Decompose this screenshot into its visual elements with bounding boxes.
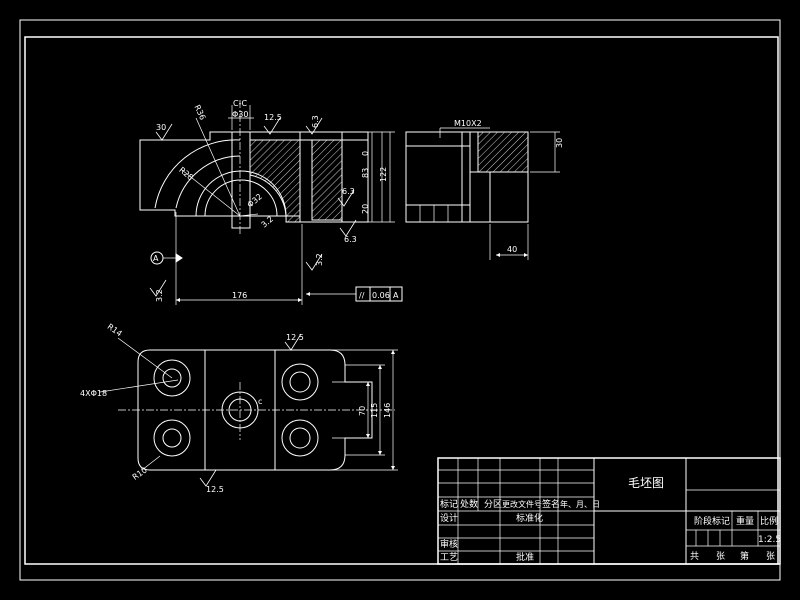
label-r-corner: R14 xyxy=(106,322,124,338)
title-block xyxy=(437,457,781,565)
label-rough-a: 12.5 xyxy=(264,113,282,122)
label-thread: M10X2 xyxy=(454,119,482,128)
label-dim-0: 0 xyxy=(361,151,370,156)
label-rough-b: 6.3 xyxy=(311,115,320,128)
label-r-outer: R36 xyxy=(192,103,207,121)
tb-sheets-total: 共 xyxy=(690,551,699,562)
label-holes: 4XΦ18 xyxy=(80,389,107,398)
tb-h-date: 年、月、日 xyxy=(560,499,600,509)
label-dim-30: 30 xyxy=(555,138,564,148)
section-hatch-b xyxy=(311,139,343,221)
tol-symbol: // xyxy=(359,291,365,300)
label-dim-70: 70 xyxy=(358,406,367,416)
geo-tolerance-frame xyxy=(355,286,403,302)
tb-scale-label: 比例 xyxy=(760,515,778,527)
tb-process: 工艺 xyxy=(440,552,458,563)
tol-ref: A xyxy=(393,291,399,300)
label-dim-40: 40 xyxy=(507,245,517,254)
hole-bottom-right xyxy=(281,419,319,457)
label-rough-bottom: 12.5 xyxy=(206,485,224,494)
side-view xyxy=(405,127,560,260)
side-hatch xyxy=(477,131,529,173)
tb-review: 审核 xyxy=(440,538,458,550)
section-hatch-a xyxy=(249,139,301,223)
tb-weight: 重量 xyxy=(736,515,754,527)
label-r-mid: R28 xyxy=(177,165,195,182)
label-dim-122: 122 xyxy=(379,167,388,182)
boss-center xyxy=(221,391,259,429)
label-phi-inner: Φ32 xyxy=(246,192,264,209)
side-view-labels: M10X2 30 40 xyxy=(454,119,564,254)
front-view xyxy=(139,100,403,305)
tb-h-zone: 分区 xyxy=(484,499,502,510)
label-phi30: Φ30 xyxy=(232,110,248,119)
label-dim-176: 176 xyxy=(232,291,247,300)
label-angle-top: 30 xyxy=(156,123,166,132)
arc-mid xyxy=(175,155,241,209)
label-left-note: 3.2 xyxy=(155,289,164,302)
label-right-note: 3.2 xyxy=(315,253,324,266)
label-datum-a: A xyxy=(153,254,159,263)
tb-sheets-unit: 张 xyxy=(716,551,725,562)
tb-sheet-no: 第 xyxy=(740,550,749,562)
tb-standard: 标准化 xyxy=(516,512,543,524)
hole-top-right xyxy=(281,363,319,401)
arc-outer xyxy=(154,139,241,209)
hole-top-left xyxy=(153,359,191,397)
label-center: c xyxy=(258,397,262,406)
label-rough-e: 3.2 xyxy=(260,214,276,229)
tb-h-sign: 签名 xyxy=(542,498,560,510)
tb-scale-value: 1:2.5 xyxy=(758,535,781,545)
tb-h-docno: 更改文件号 xyxy=(502,499,542,509)
tb-approve: 批准 xyxy=(516,551,534,563)
top-view-labels: R14 4XΦ18 12.5 12.5 R10 c 70 115 146 xyxy=(80,322,392,494)
label-dim-20: 20 xyxy=(361,204,370,214)
tb-h-mark: 标记 xyxy=(440,498,458,510)
label-rough-c: 6.3 xyxy=(342,187,355,196)
title-block-text: 毛坯图 标记 处数 分区 更改文件号 签名 年、月、日 设计 标准化 审核 工艺… xyxy=(440,476,781,563)
tb-design: 设计 xyxy=(440,512,458,524)
tb-stage-mark: 阶段标记 xyxy=(694,515,730,527)
tb-h-count: 处数 xyxy=(460,498,478,510)
label-cc: C-C xyxy=(233,99,247,108)
tol-value: 0.06 xyxy=(372,291,390,300)
top-view xyxy=(99,333,398,487)
tb-sheet-unit: 张 xyxy=(766,551,775,562)
label-r-bottom: R10 xyxy=(131,466,149,482)
drawing-title: 毛坯图 xyxy=(628,476,664,490)
label-rough-d: 6.3 xyxy=(344,235,357,244)
label-dim-83: 83 xyxy=(361,168,370,178)
label-dim-115: 115 xyxy=(370,403,379,418)
label-dim-146: 146 xyxy=(383,403,392,418)
label-rough-top: 12.5 xyxy=(286,333,304,342)
front-view-labels: 30 R36 R28 Φ32 C-C Φ30 12.5 6.3 6.3 6.3 … xyxy=(153,99,399,302)
drawing-frame xyxy=(19,19,781,581)
hole-bottom-left xyxy=(153,419,191,457)
